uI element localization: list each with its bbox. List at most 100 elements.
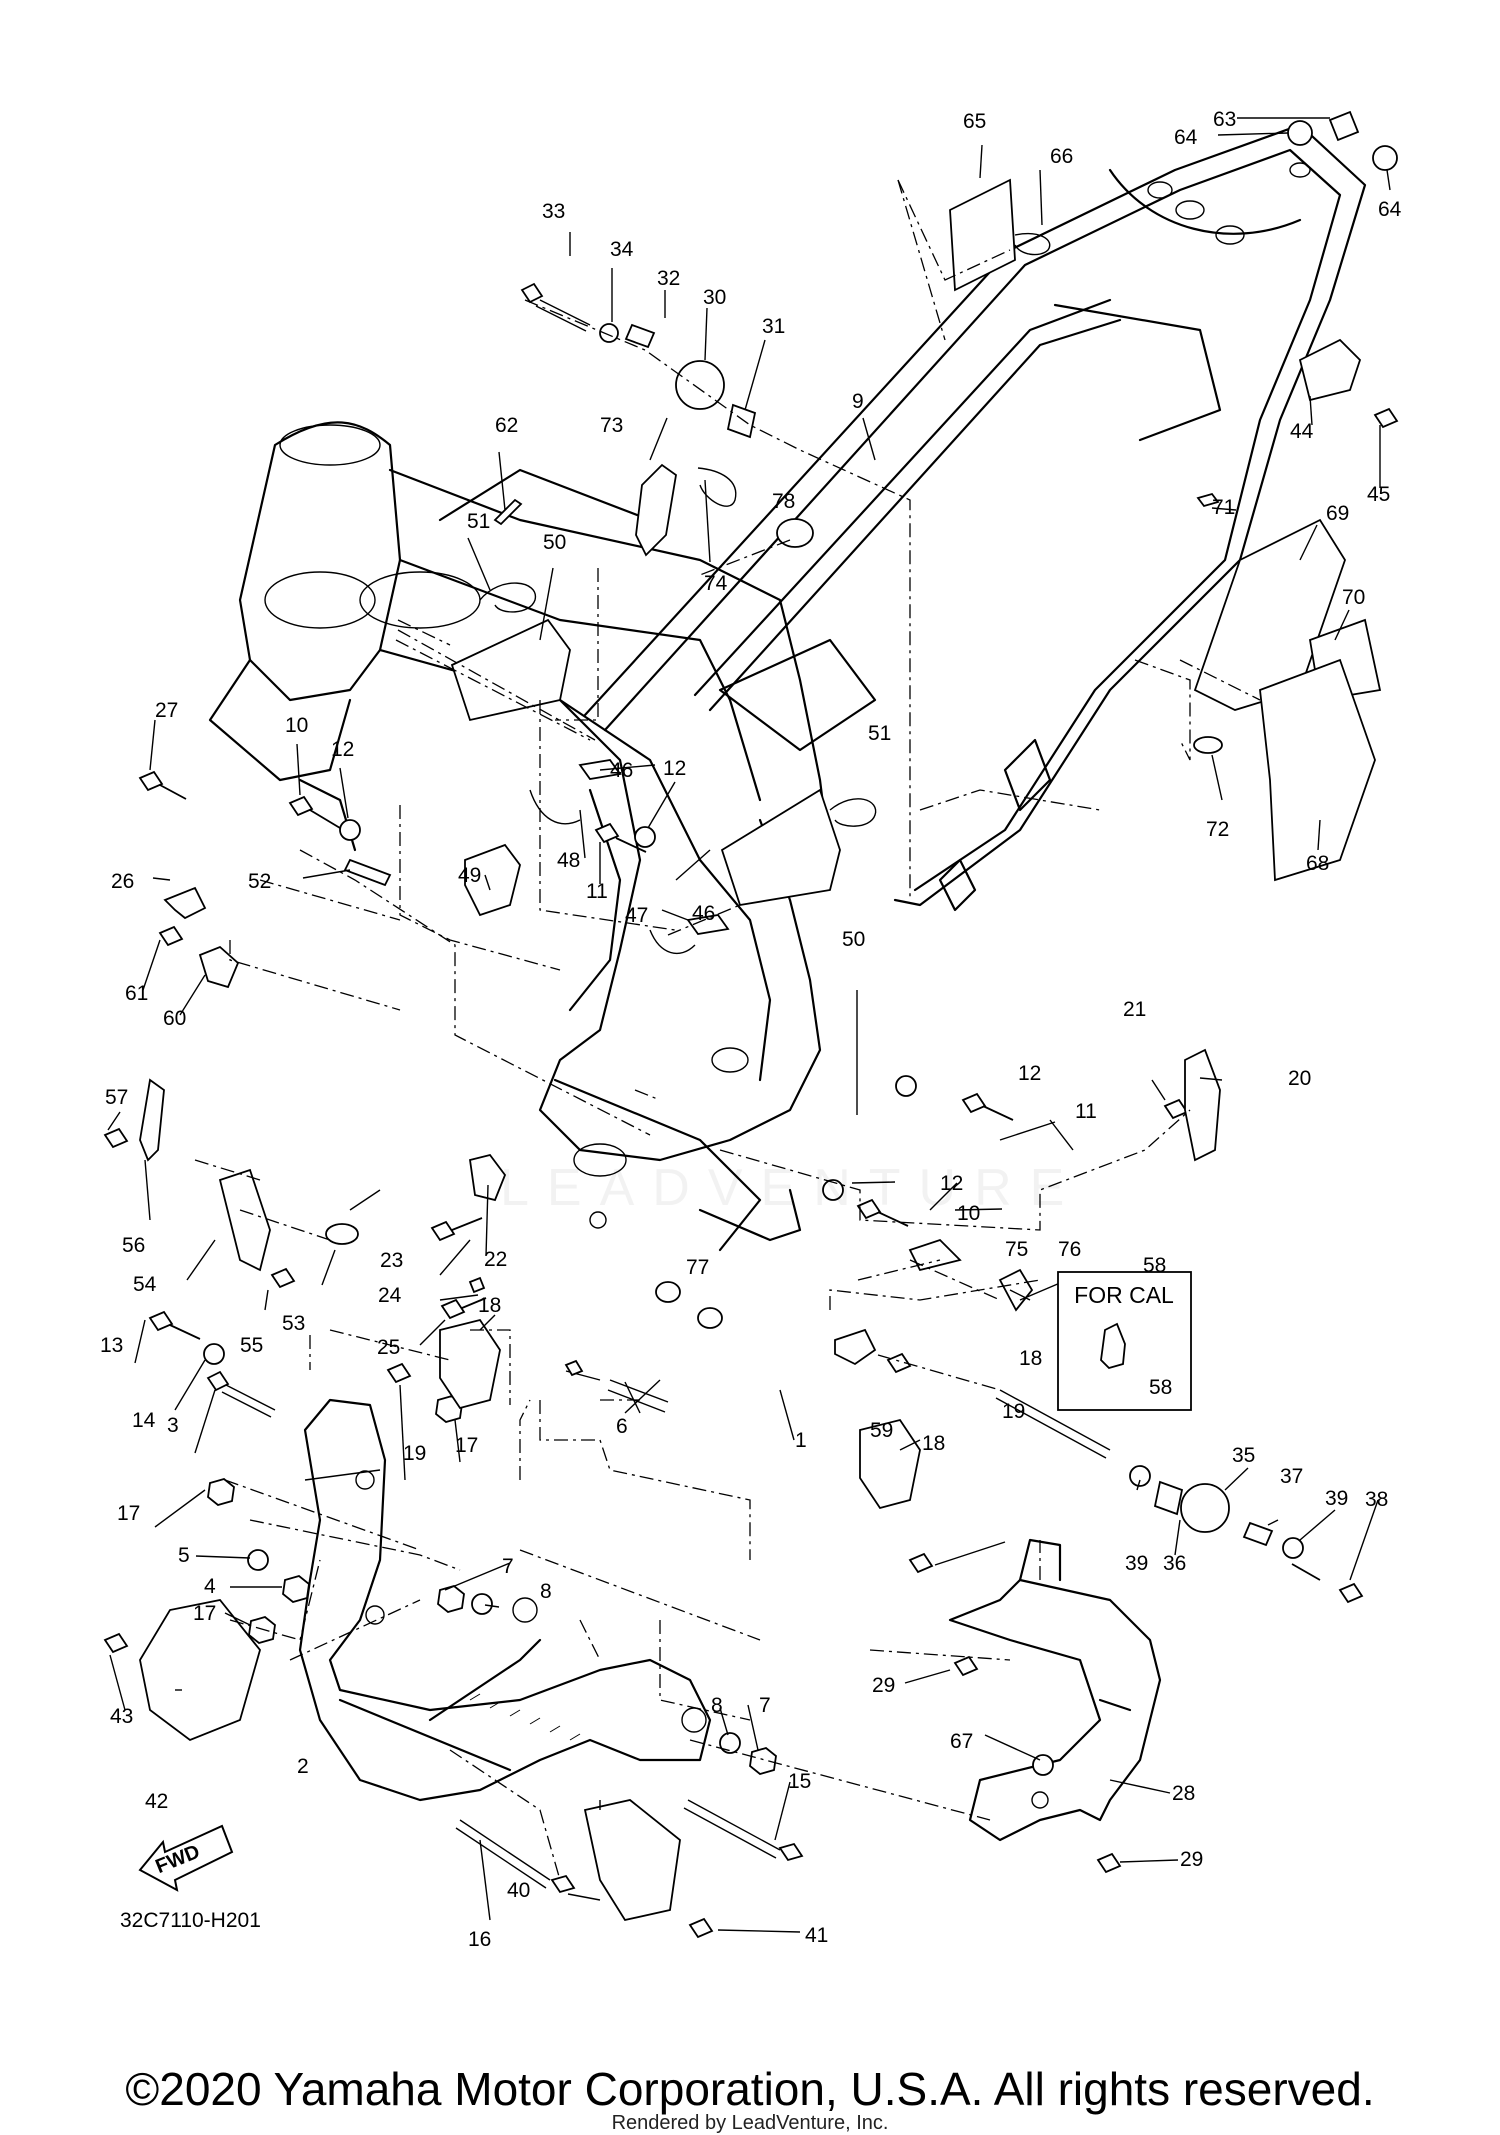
part-label: 10 bbox=[285, 714, 308, 737]
frame-parts-diagram: LEADVENTURE FOR CAL FWD 32C7110-H201 1 2… bbox=[100, 108, 1402, 1951]
part-label: 7 bbox=[759, 1694, 771, 1717]
part-label: 14 bbox=[132, 1409, 156, 1432]
part-label: 39 bbox=[1325, 1487, 1348, 1510]
part-label: 70 bbox=[1342, 586, 1365, 609]
part-label: 74 bbox=[704, 572, 728, 595]
part-label: 76 bbox=[1058, 1238, 1081, 1261]
fwd-arrow-icon: FWD bbox=[138, 1824, 234, 1892]
rear-subframe bbox=[583, 123, 1367, 912]
part-label: 58 bbox=[1149, 1376, 1172, 1399]
part-label: 63 bbox=[1213, 108, 1236, 131]
part-label: 24 bbox=[378, 1284, 402, 1307]
part-label: 8 bbox=[540, 1580, 552, 1603]
part-label: 20 bbox=[1288, 1067, 1311, 1090]
part-label: 3 bbox=[167, 1414, 179, 1437]
part-label: 51 bbox=[868, 722, 891, 745]
part-label: 16 bbox=[468, 1928, 491, 1951]
part-label: 12 bbox=[331, 738, 354, 761]
part-label: 10 bbox=[957, 1202, 980, 1225]
part-label: 34 bbox=[610, 238, 634, 261]
part-label: 19 bbox=[403, 1442, 426, 1465]
part-label: 18 bbox=[922, 1432, 945, 1455]
part-label: 31 bbox=[762, 315, 785, 338]
part-label: 69 bbox=[1326, 502, 1349, 525]
part-label: 38 bbox=[1365, 1488, 1388, 1511]
part-label: 46 bbox=[692, 902, 715, 925]
part-label: 18 bbox=[478, 1294, 501, 1317]
part-label: 29 bbox=[1180, 1848, 1203, 1871]
part-label: 40 bbox=[507, 1879, 530, 1902]
part-label: 30 bbox=[703, 286, 726, 309]
part-label: 58 bbox=[1143, 1254, 1166, 1277]
part-label: 17 bbox=[193, 1602, 216, 1625]
rear-bracket-28 bbox=[948, 1538, 1162, 1842]
part-label: 26 bbox=[111, 870, 134, 893]
part-label: 29 bbox=[872, 1674, 895, 1697]
part-label: 65 bbox=[963, 110, 986, 133]
part-label: 50 bbox=[842, 928, 865, 951]
part-label: 6 bbox=[616, 1415, 628, 1438]
part-label: 27 bbox=[155, 699, 178, 722]
part-label: 42 bbox=[145, 1790, 168, 1813]
part-label: 44 bbox=[1290, 420, 1314, 443]
part-label: 48 bbox=[557, 849, 580, 872]
part-label: 62 bbox=[495, 414, 518, 437]
diagram-code: 32C7110-H201 bbox=[120, 1909, 261, 1932]
part-label: 41 bbox=[805, 1924, 828, 1947]
part-label: 56 bbox=[122, 1234, 145, 1257]
for-cal-label: FOR CAL bbox=[1074, 1282, 1174, 1308]
part-label: 17 bbox=[455, 1434, 478, 1457]
part-label: 78 bbox=[772, 490, 795, 513]
assembly-lines bbox=[194, 179, 1261, 1881]
part-label: 12 bbox=[940, 1172, 963, 1195]
part-label: 43 bbox=[110, 1705, 133, 1728]
watermark: LEADVENTURE bbox=[500, 1159, 1082, 1217]
part-label: 15 bbox=[788, 1770, 811, 1793]
part-label: 5 bbox=[178, 1544, 190, 1567]
hardware bbox=[103, 110, 1399, 1939]
part-label: 37 bbox=[1280, 1465, 1303, 1488]
main-frame bbox=[208, 421, 832, 1252]
part-label: 8 bbox=[711, 1694, 723, 1717]
part-labels: 1 2 3 4 5 6 7 7 8 8 9 10 10 11 11 12 12 … bbox=[100, 108, 1402, 1951]
part-label: 18 bbox=[1019, 1347, 1042, 1370]
leader-lines bbox=[107, 117, 1391, 1933]
part-label: 64 bbox=[1174, 126, 1198, 149]
part-label: 49 bbox=[458, 864, 481, 887]
part-label: 23 bbox=[380, 1249, 403, 1272]
part-label: 12 bbox=[663, 757, 686, 780]
part-label: 59 bbox=[870, 1419, 893, 1442]
part-label: 17 bbox=[117, 1502, 140, 1525]
part-label: 19 bbox=[1002, 1400, 1025, 1423]
part-label: 4 bbox=[204, 1575, 216, 1598]
part-label: 33 bbox=[542, 200, 565, 223]
lower-bracket bbox=[298, 1398, 712, 1802]
part-label: 71 bbox=[1212, 496, 1235, 519]
part-label: 55 bbox=[240, 1334, 263, 1357]
part-label: 7 bbox=[502, 1555, 514, 1578]
part-label: 28 bbox=[1172, 1782, 1195, 1805]
part-label: 39 bbox=[1125, 1552, 1148, 1575]
part-label: 25 bbox=[377, 1336, 400, 1359]
part-label: 2 bbox=[297, 1755, 309, 1778]
part-label: 47 bbox=[625, 904, 648, 927]
part-label: 9 bbox=[852, 390, 864, 413]
part-label: 22 bbox=[484, 1248, 507, 1271]
part-label: 36 bbox=[1163, 1552, 1186, 1575]
part-label: 72 bbox=[1206, 818, 1229, 841]
part-label: 77 bbox=[686, 1256, 709, 1279]
part-label: 67 bbox=[950, 1730, 973, 1753]
part-label: 68 bbox=[1306, 852, 1329, 875]
part-label: 53 bbox=[282, 1312, 305, 1335]
part-label: 51 bbox=[467, 510, 490, 533]
part-label: 35 bbox=[1232, 1444, 1255, 1467]
part-label: 54 bbox=[133, 1273, 157, 1296]
part-label: 45 bbox=[1367, 483, 1390, 506]
part-label: 21 bbox=[1123, 998, 1146, 1021]
part-label: 66 bbox=[1050, 145, 1073, 168]
part-label: 57 bbox=[105, 1086, 128, 1109]
part-label: 60 bbox=[163, 1007, 186, 1030]
part-label: 75 bbox=[1005, 1238, 1028, 1261]
part-label: 61 bbox=[125, 982, 148, 1005]
part-label: 64 bbox=[1378, 198, 1402, 221]
